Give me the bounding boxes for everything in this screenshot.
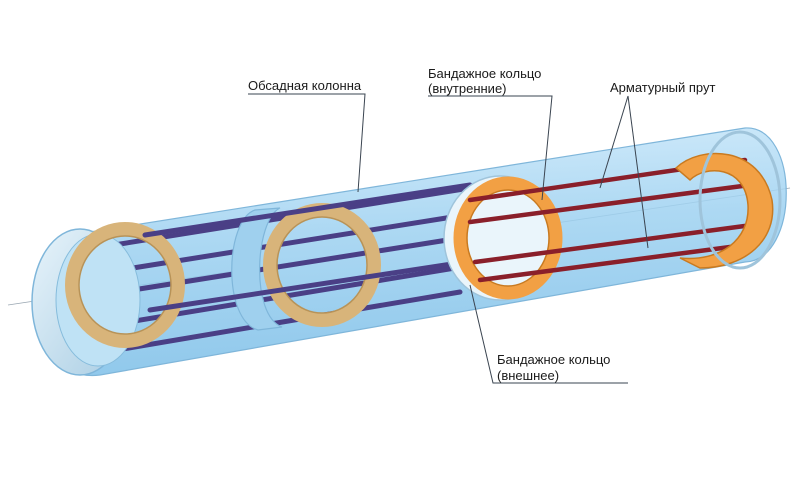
label-outer-ring-line2: (внешнее): [497, 368, 559, 383]
label-inner-ring-line2: (внутренние): [428, 81, 507, 96]
left-end-ring: [31, 222, 185, 376]
leader-outer-ring: [469, 284, 628, 384]
label-inner-ring-line1: Бандажное кольцо: [428, 66, 541, 81]
rebar-blue-5: [102, 289, 463, 355]
rebars-red: [467, 157, 755, 283]
label-casing: Обсадная колонна: [248, 78, 362, 93]
rebar-blue-4: [77, 265, 458, 333]
right-inner-ring-orange: [453, 176, 563, 300]
rebar-red-2: [467, 182, 753, 225]
leader-rebar-b: [627, 95, 649, 249]
label-outer-ring-line1: Бандажное кольцо: [497, 352, 610, 367]
left-inner-ring: [65, 222, 185, 348]
leader-lines: [248, 93, 649, 384]
far-end-rim: [698, 130, 782, 270]
right-section: [443, 130, 782, 301]
leader-casing: [248, 93, 366, 193]
label-rebar: Арматурный прут: [610, 80, 715, 95]
leader-rebar-a: [599, 95, 629, 189]
far-end-inner-ring: [674, 152, 774, 269]
rebar-blue-low-front: [147, 259, 468, 313]
middle-outer-band: [231, 207, 283, 331]
leader-inner-ring: [428, 95, 553, 201]
rebar-blue-top-front: [142, 182, 473, 238]
rebar-red-4: [477, 242, 748, 283]
